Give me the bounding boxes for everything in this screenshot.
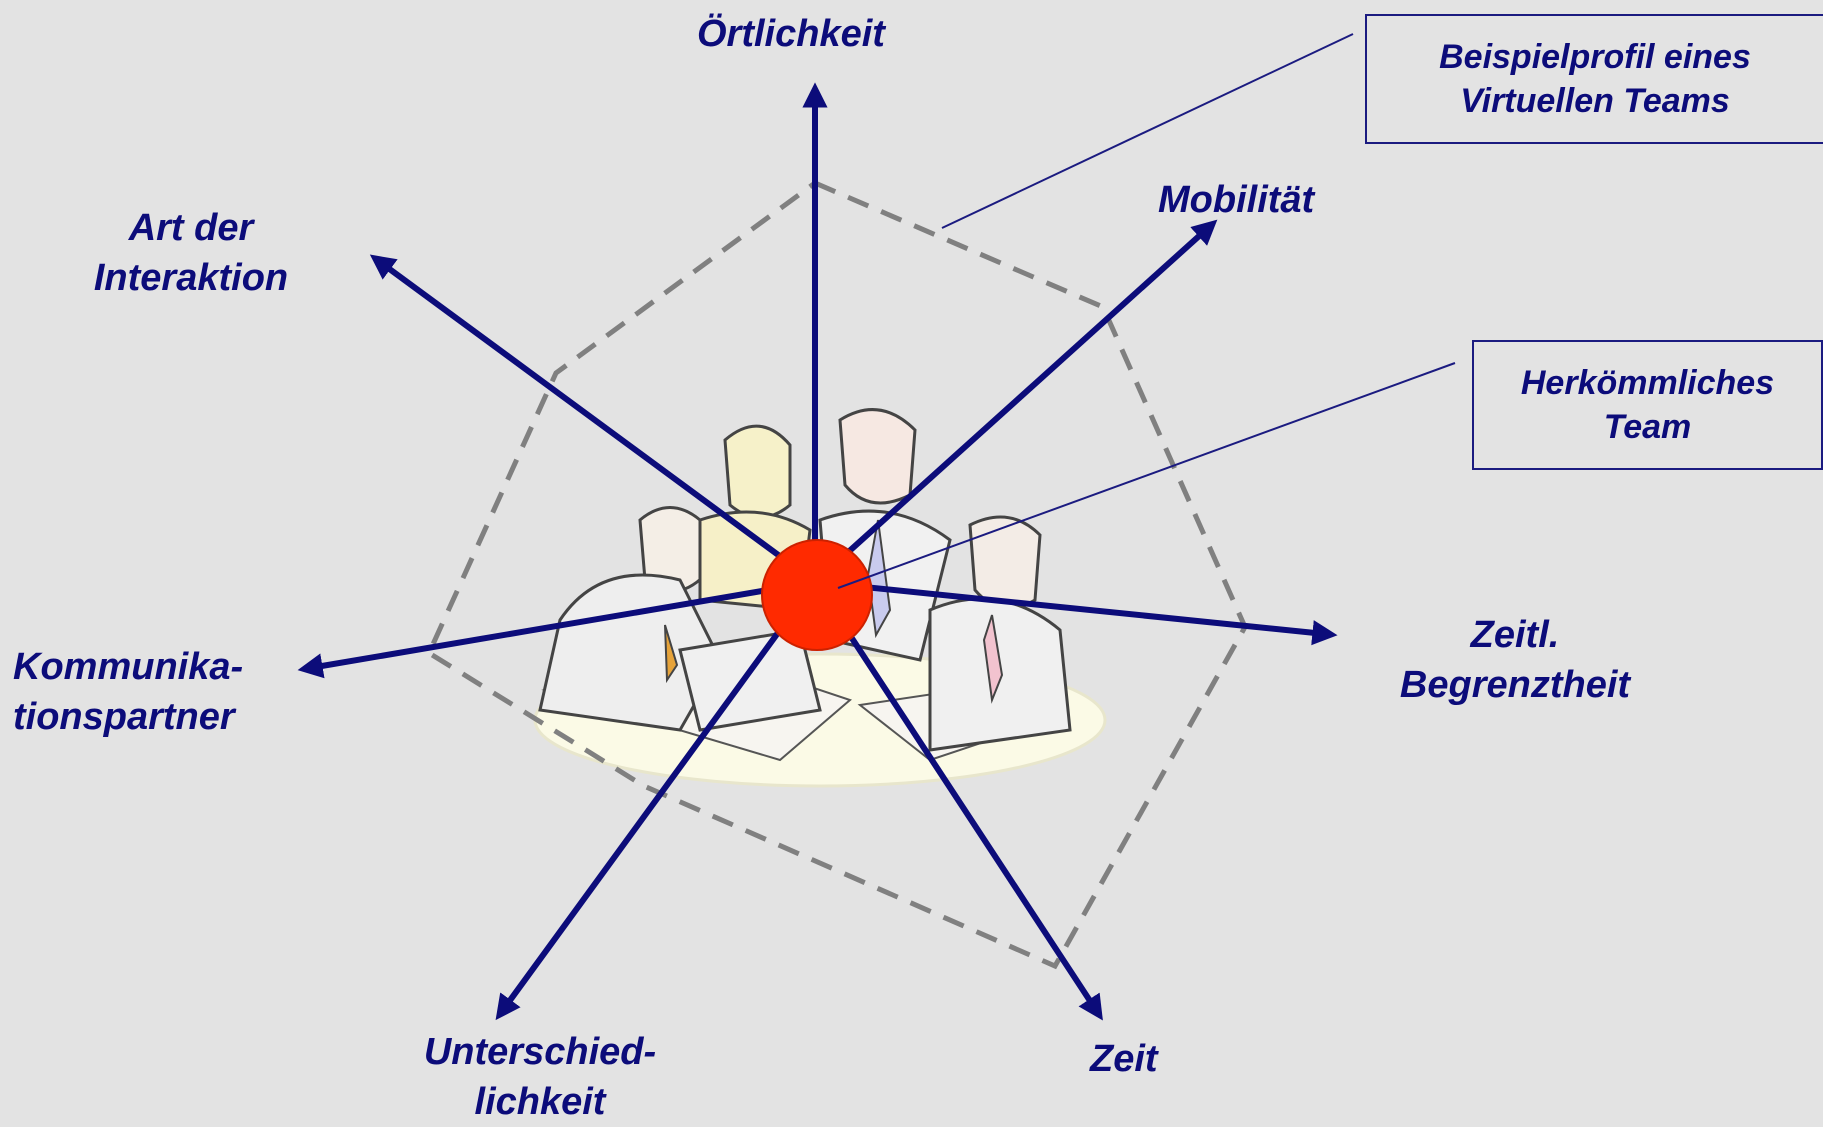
traditional-team-callout: Herkömmliches Team [1472,340,1823,470]
virtual-team-callout: Beispielprofil eines Virtuellen Teams [1365,14,1823,144]
label-mobilitaet: Mobilität [1158,175,1314,225]
label-art-der-interaktion: Art der Interaktion [76,203,306,303]
label-oertlichkeit: Örtlichkeit [697,9,885,59]
label-zeit: Zeit [1090,1034,1158,1084]
axis-art-der-interaktion [380,262,815,582]
label-unterschiedlichkeit: Unterschied- lichkeit [405,1027,675,1127]
traditional-team-dot [762,540,872,650]
label-zeitl-begrenztheit: Zeitl. Begrenztheit [1385,610,1645,710]
label-kommunikationspartner: Kommunika- tionspartner [13,642,243,742]
